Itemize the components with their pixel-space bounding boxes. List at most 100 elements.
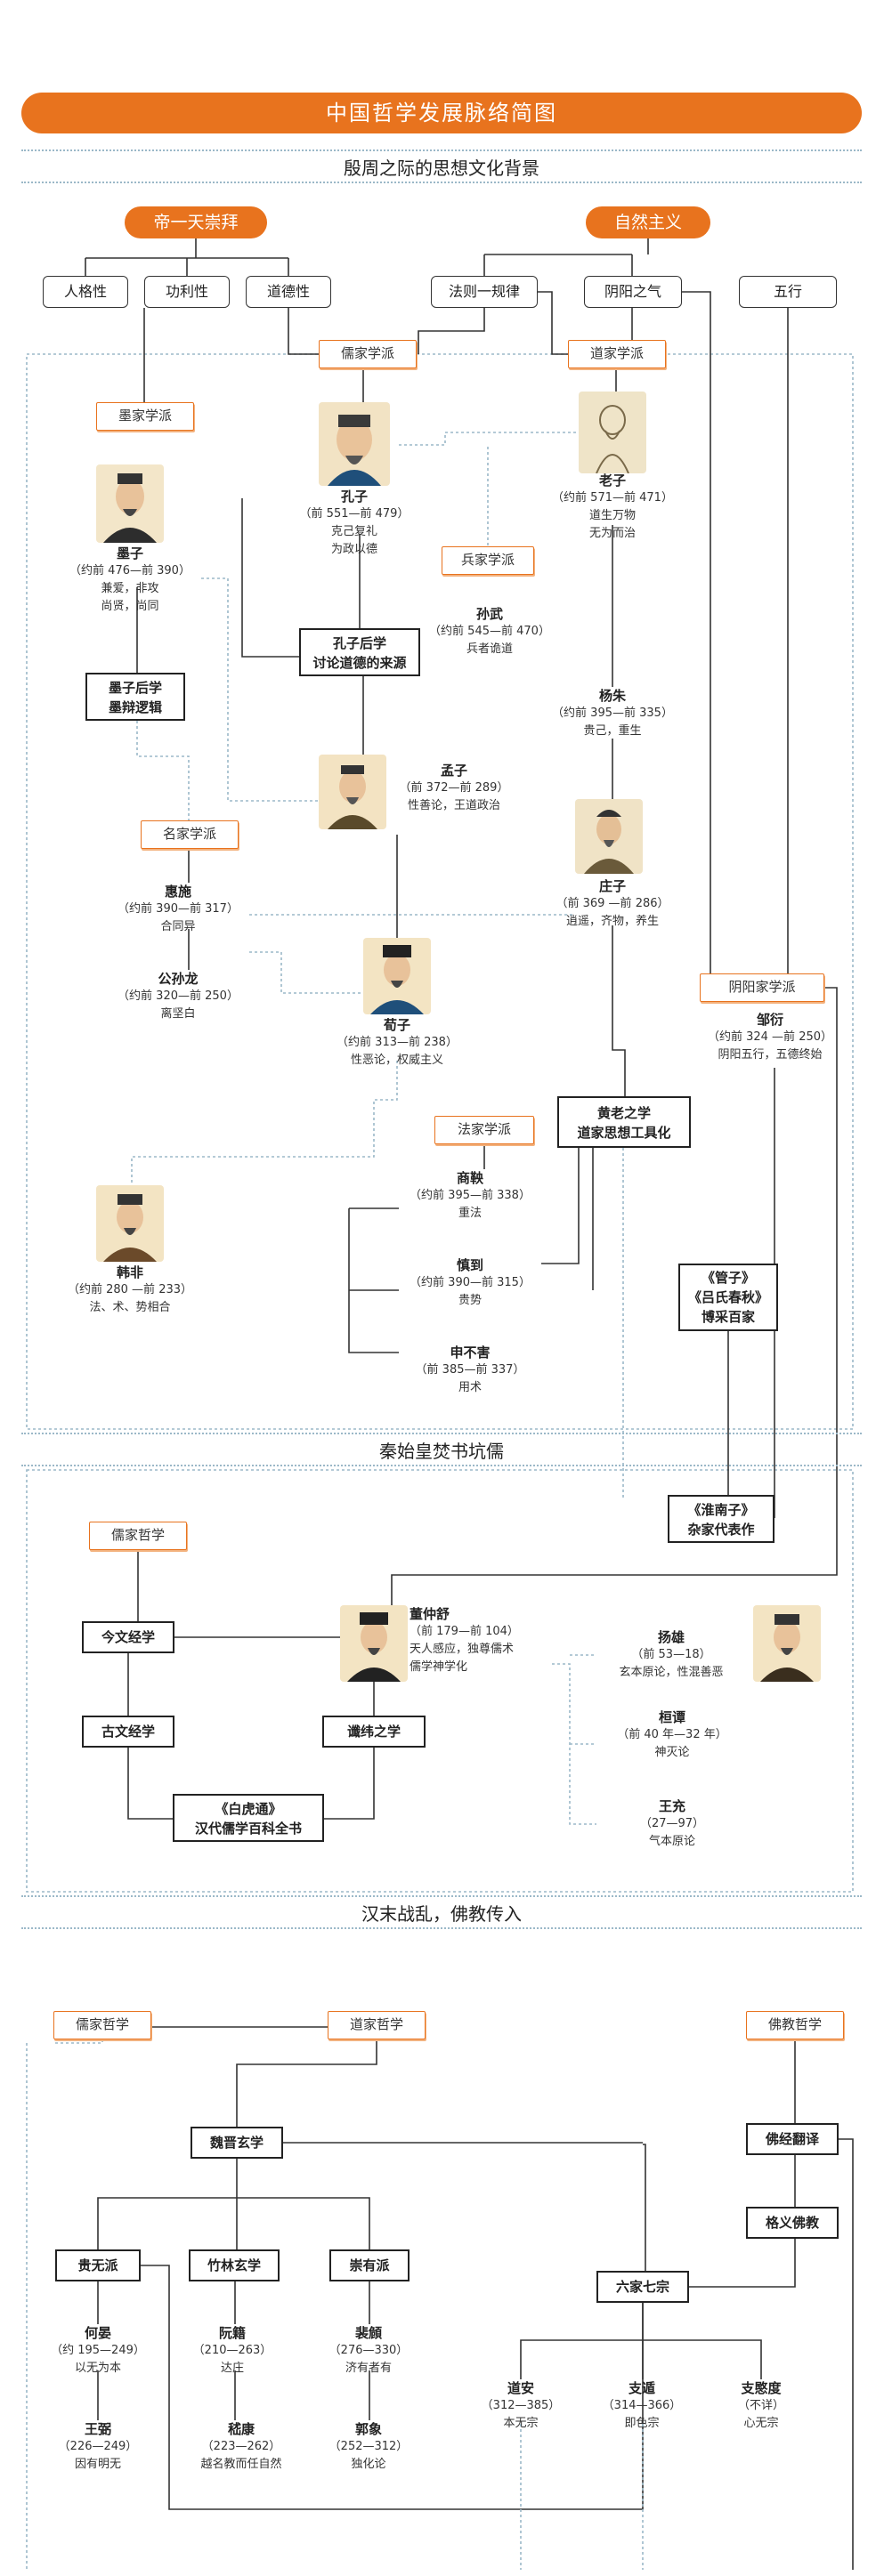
person-desc: 用术 [458,1381,482,1394]
person-heyan: 何晏 （约 195—249） 以无为本 [45,2324,151,2378]
box-personality: 人格性 [43,276,128,308]
moziafter-to-ming [136,721,190,820]
tag-bing: 兵家学派 [442,546,534,575]
person-name: 裴頠 [354,2325,382,2341]
person-desc: 性善论，王道政治 [407,799,500,812]
person-name: 孟子 [440,763,467,779]
person-name: 商鞅 [456,1170,483,1186]
person-yangzhu: 杨朱 （约前 395—前 335） 贵己，重生 [541,687,684,740]
box-fojing: 佛经翻译 [746,2123,839,2155]
person-name: 王弼 [84,2421,111,2437]
person-mengzi: 孟子 （前 372—前 289） 性善论，王道政治 [383,762,525,815]
person-dates: （226—249） [58,2440,138,2453]
person-desc: 离坚白 [160,1007,196,1021]
tag-dao: 道家学派 [568,340,666,368]
person-desc: 心无宗 [743,2417,779,2430]
pill-di-tian: 帝一天崇拜 [125,206,267,238]
person-desc: 本无宗 [503,2417,539,2430]
person-shangyang: 商鞅 （约前 395—前 338） 重法 [399,1169,541,1223]
person-name: 郭象 [354,2421,382,2437]
tag-dao3: 道家哲学 [328,2011,426,2039]
person-name: 支愍度 [741,2380,782,2396]
law-to-dao [538,291,568,355]
person-name: 庄子 [598,878,626,894]
person-hanfei: 韩非 （约前 280 —前 233） 法、术、势相合 [59,1264,201,1317]
person-name: 慎到 [456,1257,483,1273]
dongzhongshu-portrait-icon [340,1605,408,1682]
person-dates: （223—262） [201,2440,281,2453]
box-kongzi-after: 孔子后学 讨论道德的来源 [299,628,420,676]
huanglao-to-fa [541,1148,594,1290]
person-laozi: 老子 （约前 571—前 471） 道生万物 无为而治 [541,472,684,543]
person-name: 孔子 [340,489,368,505]
kongzi-laozi [399,432,579,446]
person-desc: 重法 [458,1207,482,1220]
person-desc: 贵己，重生 [583,724,642,738]
bottom-lines [520,2424,644,2570]
person-desc: 因有明无 [74,2458,121,2471]
box-weijin: 魏晋玄学 [191,2127,283,2159]
dong-to-others [552,1654,596,1825]
liujia-tree [520,2303,762,2379]
person-shenbuhai: 申不害 （前 385—前 337） 用术 [399,1344,541,1397]
box-guanzi: 《管子》 《吕氏春秋》 博采百家 [678,1264,778,1331]
person-dates: （312—385） [481,2399,561,2412]
tree-nature [483,238,649,276]
person-name: 扬雄 [657,1629,685,1645]
person-dates: （约前 571—前 471） [552,491,673,505]
person-name: 申不害 [450,1345,491,1361]
tag-ru3: 儒家哲学 [53,2011,151,2039]
person-mozi: 墨子 （约前 476—前 390） 兼爱，非攻 尚贤，尚同 [59,545,201,616]
box-chongyou: 崇有派 [329,2249,410,2281]
pill-nature: 自然主义 [586,206,710,238]
box-huanglao: 黄老之学 道家思想工具化 [557,1096,691,1148]
person-name: 老子 [598,472,626,489]
person-kongzi: 孔子 （前 551—前 479） 克己复礼 为政以德 [283,488,426,559]
person-name: 王充 [658,1798,685,1814]
person-name: 支遁 [628,2380,655,2396]
person-desc: 达庄 [220,2362,244,2375]
person-desc: 天人感应，独尊儒术 儒学神学化 [410,1643,515,1674]
tag-ming: 名家学派 [141,820,239,849]
tag-ru2: 儒家哲学 [89,1522,187,1550]
person-desc: 逍遥，齐物，养生 [565,915,659,928]
person-dates: （前 372—前 289） [399,781,509,795]
geyi-to-liujia [689,2239,796,2288]
person-huishi: 惠施 （约前 390—前 317） 合同异 [107,883,249,936]
person-dates: （约前 545—前 470） [429,625,550,638]
person-dongzhongshu: 董仲舒 （前 179—前 104） 天人感应，独尊儒术 儒学神学化 [410,1605,570,1676]
person-name: 荀子 [383,1017,410,1033]
person-name: 董仲舒 [410,1606,450,1622]
person-name: 嵇康 [227,2421,255,2437]
person-name: 惠施 [164,884,191,900]
zhuangzi-to-huanglao [612,925,626,1096]
person-dates: （约前 280 —前 233） [67,1283,193,1296]
person-wangbi: 王弼 （226—249） 因有明无 [45,2420,151,2474]
mozi-portrait-icon [96,464,164,543]
hanfei-portrait-icon [96,1185,164,1262]
to-ru [288,308,485,355]
person-dates: （约前 390—前 315） [410,1276,531,1289]
to-baihutong [127,1748,375,1820]
person-desc: 性恶论，权威主义 [350,1054,443,1067]
box-zhulin: 竹林玄学 [189,2249,280,2281]
box-law: 法则一规律 [431,276,538,308]
person-dates: （约前 390—前 317） [118,902,239,916]
person-dates: （约前 324 —前 250） [707,1030,833,1044]
person-gongsunlong: 公孙龙 （约前 320—前 250） 离坚白 [107,970,249,1023]
yinyang-to-dong [391,987,838,1605]
box-mozi-after: 墨子后学 墨辩逻辑 [85,673,185,721]
person-desc: 兵者诡道 [466,642,513,656]
box-liujia: 六家七宗 [596,2271,689,2303]
fa-legalists [348,1207,399,1353]
person-desc: 克己复礼 为政以德 [330,525,377,556]
person-name: 孙武 [475,606,503,622]
person-name: 邹衍 [756,1012,783,1028]
person-name: 韩非 [116,1264,143,1280]
section-han-end: 汉末战乱，佛教传入 [21,1895,862,1929]
person-desc: 道生万物 无为而治 [588,509,636,540]
person-desc: 合同异 [160,920,196,933]
person-dates: （约前 395—前 338） [410,1189,531,1202]
box-huainanzi: 《淮南子》 杂家代表作 [668,1495,775,1543]
